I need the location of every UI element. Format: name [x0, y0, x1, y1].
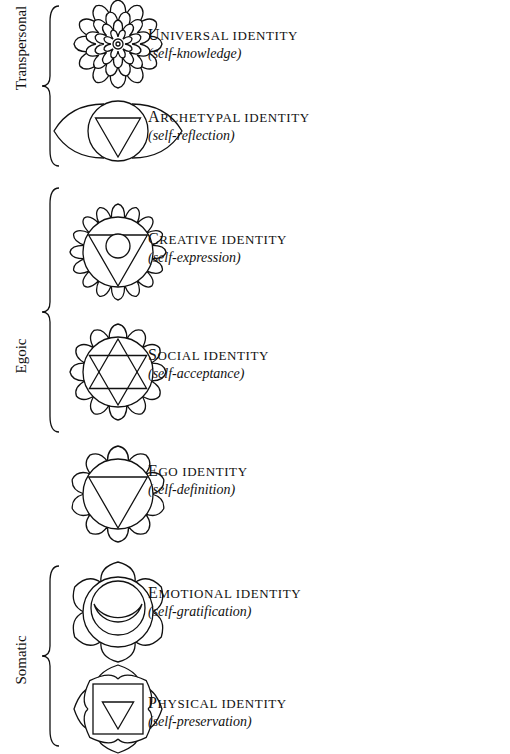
- heart-triangle: [89, 356, 146, 406]
- group-label: Egoic: [12, 339, 30, 374]
- sacral-crescent: [91, 581, 145, 635]
- ajna-circle: [88, 101, 148, 161]
- root-lotus: [84, 675, 152, 743]
- identity-name: EGO IDENTITY: [148, 461, 248, 480]
- crown-lotus: [86, 12, 150, 76]
- identity-theme: (self-reflection): [148, 128, 235, 145]
- crown-center: [113, 39, 123, 49]
- identity-theme: (self-gratification): [148, 604, 251, 621]
- group-label: Transpersonal: [12, 6, 30, 90]
- identity-theme: (self-expression): [148, 250, 241, 267]
- group-bracket: [42, 566, 59, 746]
- group-bracket: [42, 188, 59, 432]
- identity-theme: (self-definition): [148, 482, 235, 499]
- crown-lotus: [95, 20, 141, 68]
- identity-theme: (self-knowledge): [148, 46, 241, 63]
- solar-triangle: [89, 477, 148, 528]
- group-label: Somatic: [12, 635, 30, 684]
- identity-name: SOCIAL IDENTITY: [148, 345, 269, 364]
- root-square: [93, 684, 143, 734]
- sacral-crescent: [94, 604, 142, 622]
- identity-theme: (self-preservation): [148, 714, 252, 731]
- group-bracket: [42, 6, 59, 166]
- root-triangle: [102, 702, 133, 729]
- sacral-circle: [83, 577, 153, 647]
- identity-name: ARCHETYPAL IDENTITY: [148, 107, 310, 126]
- identity-name: PHYSICAL IDENTITY: [148, 693, 287, 712]
- identity-name: EMOTIONAL IDENTITY: [148, 583, 301, 602]
- identity-theme: (self-acceptance): [148, 366, 244, 383]
- crown-lotus: [74, 0, 162, 88]
- crown-center: [116, 42, 120, 46]
- heart-triangle: [89, 339, 146, 389]
- ajna-triangle: [96, 118, 141, 157]
- identity-name: UNIVERSAL IDENTITY: [148, 25, 298, 44]
- throat-inner-circle: [106, 234, 130, 258]
- crown-lotus: [104, 30, 132, 58]
- heart-circle: [83, 337, 153, 407]
- throat-triangle: [89, 235, 148, 286]
- identity-name: CREATIVE IDENTITY: [148, 229, 287, 248]
- solar-circle: [83, 459, 153, 529]
- throat-circle: [83, 217, 153, 287]
